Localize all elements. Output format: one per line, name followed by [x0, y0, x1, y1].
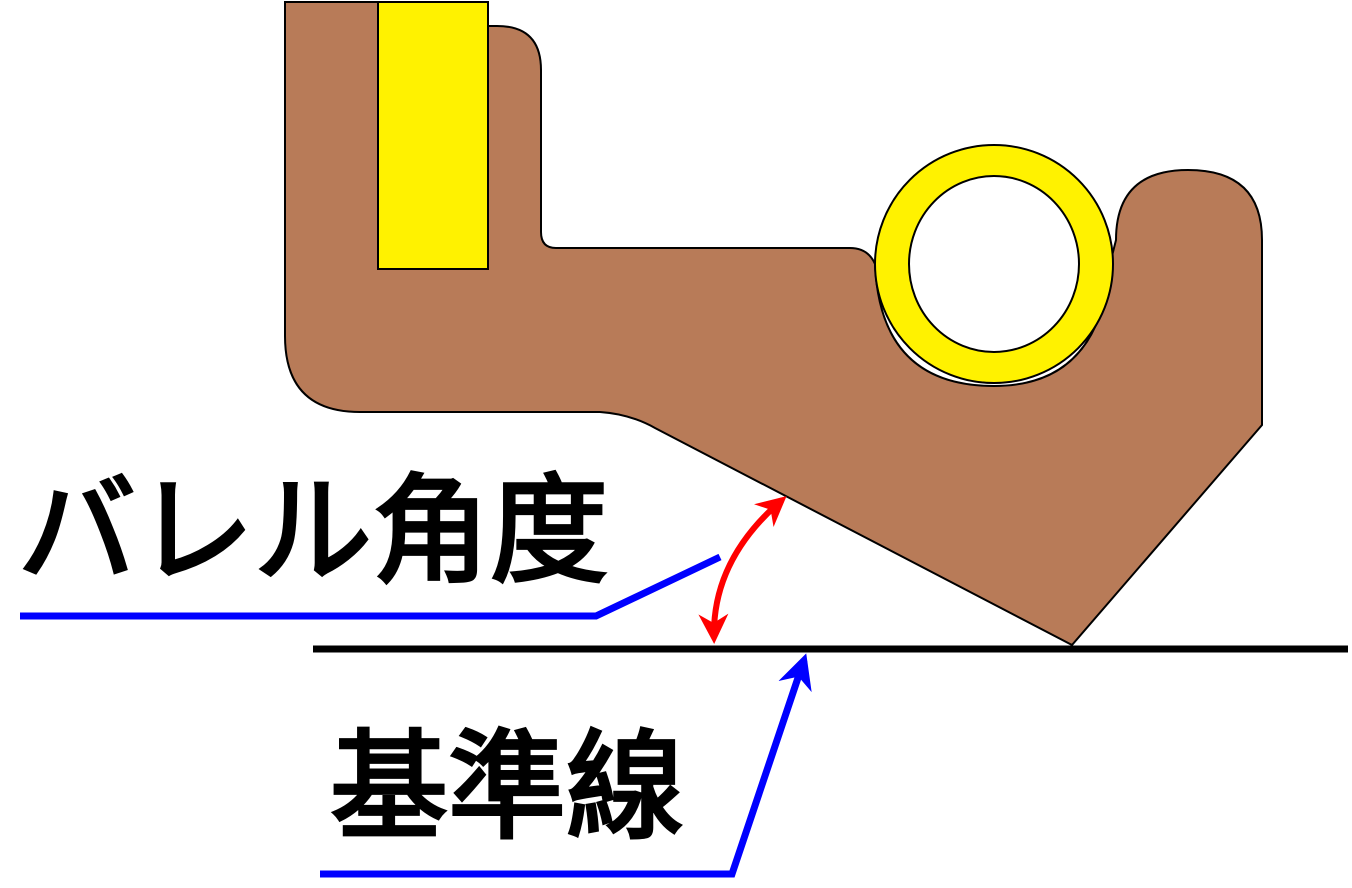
- reference-line-label: 基準線: [330, 718, 684, 856]
- barrel-angle-leader-line: [20, 553, 722, 620]
- ring-hole: [908, 175, 1080, 353]
- angle-arrow: [698, 496, 787, 644]
- barrel-angle-label: バレル角度: [18, 462, 608, 600]
- reference-line-leader-arrow: [320, 653, 812, 878]
- yellow-insert-block: [377, 1, 489, 270]
